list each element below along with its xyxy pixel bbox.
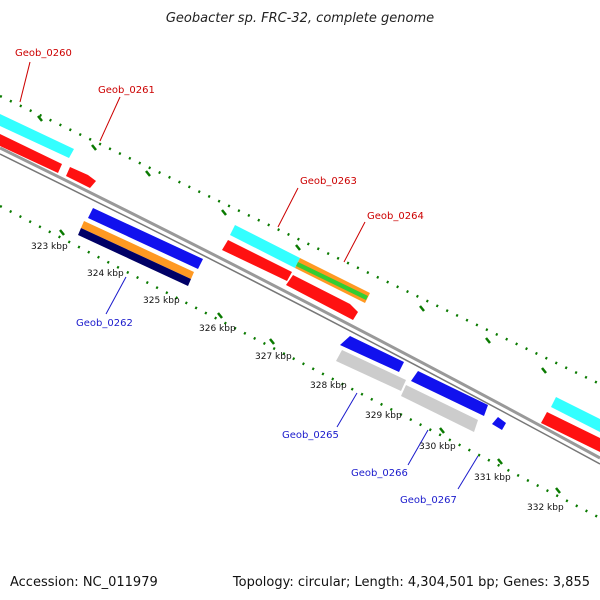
callouts-bottom	[105, 276, 479, 490]
gene-feature-blue[interactable]	[88, 208, 203, 269]
map-title: Geobacter sp. FRC-32, complete genome	[166, 11, 434, 26]
gene-label[interactable]: Geob_0264	[367, 211, 424, 222]
backbone-outer	[0, 146, 600, 460]
accession-text: Accession: NC_011979	[10, 575, 158, 590]
kbp-tick-label: 329 kbp	[365, 411, 402, 421]
callouts-top	[19, 61, 366, 263]
gene-feature-cyan[interactable]	[0, 114, 74, 158]
gene-feature-green[interactable]	[296, 262, 368, 300]
backbone-inner	[0, 153, 600, 465]
gene-feature-orange[interactable]	[81, 221, 194, 279]
gene-label[interactable]: Geob_0265	[282, 430, 339, 441]
kbp-tick-label: 330 kbp	[419, 442, 456, 452]
gene-feature-cyan[interactable]	[551, 397, 600, 432]
gene-feature-red[interactable]	[541, 412, 600, 452]
gene-feature-blue[interactable]	[411, 371, 488, 416]
gene-feature-red[interactable]	[286, 275, 358, 320]
kbp-tick-label: 326 kbp	[199, 324, 236, 334]
kbp-tick-label: 332 kbp	[527, 503, 564, 513]
gene-feature-red[interactable]	[0, 134, 62, 173]
gene-feature-blue-small[interactable]	[492, 417, 506, 430]
kbp-tick-label: 327 kbp	[255, 352, 292, 362]
kbp-tick-label: 331 kbp	[474, 473, 511, 483]
gene-feature-blue[interactable]	[340, 336, 404, 372]
gene-feature-red-small[interactable]	[66, 167, 96, 188]
gene-feature-navy[interactable]	[78, 228, 191, 286]
kbp-tick-label: 328 kbp	[310, 381, 347, 391]
kbp-tick-label: 325 kbp	[143, 296, 180, 306]
gene-label[interactable]: Geob_0267	[400, 495, 457, 506]
kbp-tick-label: 324 kbp	[87, 269, 124, 279]
gene-feature-gray[interactable]	[401, 385, 478, 432]
gene-label[interactable]: Geob_0266	[351, 468, 408, 479]
gene-feature-cyan[interactable]	[230, 225, 300, 268]
gc-track-upper	[0, 94, 600, 386]
gc-track-lower	[0, 204, 600, 520]
gene-feature-red[interactable]	[222, 240, 292, 281]
gene-feature-gray[interactable]	[336, 350, 406, 391]
gene-label[interactable]: Geob_0261	[98, 85, 155, 96]
gene-label[interactable]: Geob_0262	[76, 318, 133, 329]
kbp-tick-label: 323 kbp	[31, 242, 68, 252]
gc-peaks	[37, 115, 561, 494]
gene-label[interactable]: Geob_0263	[300, 176, 357, 187]
gene-label[interactable]: Geob_0260	[15, 48, 72, 59]
genome-info-text: Topology: circular; Length: 4,304,501 bp…	[232, 575, 590, 590]
